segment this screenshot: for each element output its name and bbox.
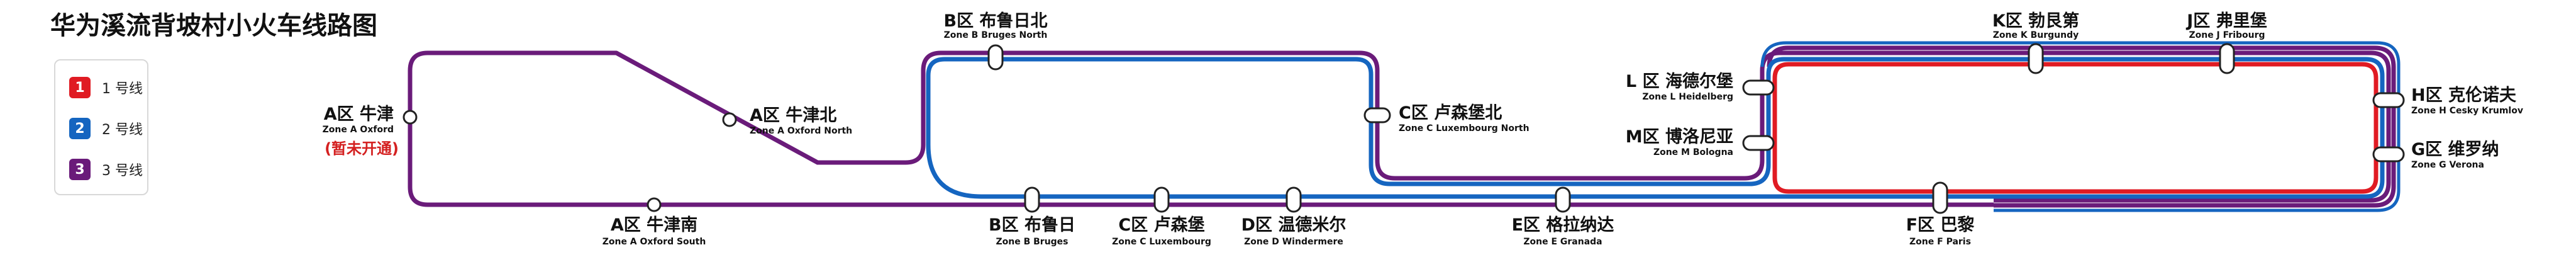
station-sub-burgundy: Zone K Burgundy <box>1993 30 2079 40</box>
station-name-paris: F区 巴黎 <box>1906 215 1975 235</box>
station-marker-paris[interactable] <box>1932 181 1948 214</box>
legend-label-line-3: 3 号线 <box>102 163 143 179</box>
station-marker-oxford[interactable] <box>402 110 418 125</box>
station-windermere[interactable]: D区 温德米尔 Zone D Windermere <box>1241 186 1346 247</box>
station-note-oxford: (暂未开通) <box>325 140 399 157</box>
station-bruges-north[interactable]: B区 布鲁日北 Zone B Bruges North <box>944 11 1048 71</box>
line-2-route[interactable] <box>926 57 2385 199</box>
station-marker-burgundy[interactable] <box>2028 43 2044 74</box>
station-name-fribourg: J区 弗里堡 <box>2185 11 2267 31</box>
station-bruges[interactable]: B区 布鲁日 Zone B Bruges <box>989 186 1075 247</box>
station-marker-oxford-south[interactable] <box>647 197 662 212</box>
legend-item-line-2[interactable]: 2 2 号线 <box>69 118 143 139</box>
station-marker-oxford-north[interactable] <box>722 112 737 127</box>
station-name-cesky-krumlov: H区 克伦诺夫 <box>2411 85 2517 105</box>
station-marker-fribourg[interactable] <box>2219 43 2235 74</box>
station-luxembourg-north[interactable]: C区 卢森堡北 Zone C Luxembourg North <box>1363 103 1530 134</box>
legend-item-line-1[interactable]: 1 1 号线 <box>69 77 143 98</box>
station-sub-paris: Zone F Paris <box>1909 237 1971 247</box>
legend-label-line-2: 2 号线 <box>102 122 143 138</box>
station-marker-verona[interactable] <box>2372 146 2405 163</box>
station-sub-cesky-krumlov: Zone H Cesky Krumlov <box>2411 106 2523 116</box>
station-sub-bruges: Zone B Bruges <box>996 237 1068 247</box>
station-marker-granada[interactable] <box>1555 186 1571 213</box>
station-sub-oxford-north: Zone A Oxford North <box>750 126 852 136</box>
station-sub-granada: Zone E Granada <box>1523 237 1602 247</box>
station-name-oxford-north: A区 牛津北 <box>750 106 836 125</box>
station-sub-bologna: Zone M Bologna <box>1653 147 1733 157</box>
line-3-route[interactable] <box>408 50 2391 207</box>
station-name-windermere: D区 温德米尔 <box>1241 215 1346 235</box>
station-marker-heidelberg[interactable] <box>1742 79 1775 96</box>
station-sub-luxembourg: Zone C Luxembourg <box>1112 237 1211 247</box>
station-name-bruges: B区 布鲁日 <box>989 215 1075 235</box>
line-1-route[interactable] <box>1772 62 2379 194</box>
station-burgundy[interactable]: K区 勃艮第 Zone K Burgundy <box>1992 11 2079 74</box>
station-sub-bruges-north: Zone B Bruges North <box>944 30 1048 40</box>
station-name-luxembourg: C区 卢森堡 <box>1118 215 1204 235</box>
station-sub-heidelberg: Zone L Heidelberg <box>1642 92 1733 102</box>
station-marker-bologna[interactable] <box>1742 135 1775 151</box>
station-verona[interactable]: G区 维罗纳 Zone G Verona <box>2372 139 2499 170</box>
line-3-loop[interactable] <box>1767 45 2396 208</box>
station-marker-luxembourg-north[interactable] <box>1363 107 1391 123</box>
station-name-verona: G区 维罗纳 <box>2411 139 2499 159</box>
station-marker-bruges[interactable] <box>1024 186 1040 213</box>
station-granada[interactable]: E区 格拉纳达 Zone E Granada <box>1512 186 1614 247</box>
map-title: 华为溪流背坡村小火车线路图 <box>50 11 377 40</box>
station-marker-luxembourg[interactable] <box>1153 186 1170 213</box>
station-sub-fribourg: Zone J Fribourg <box>2189 30 2265 40</box>
station-name-bruges-north: B区 布鲁日北 <box>944 11 1048 31</box>
station-luxembourg[interactable]: C区 卢森堡 Zone C Luxembourg <box>1112 186 1211 247</box>
station-marker-windermere[interactable] <box>1285 186 1302 213</box>
station-fribourg[interactable]: J区 弗里堡 Zone J Fribourg <box>2185 11 2267 74</box>
line-1-badge: 1 <box>69 77 91 98</box>
station-name-granada: E区 格拉纳达 <box>1512 215 1614 235</box>
station-marker-bruges-north[interactable] <box>987 44 1004 71</box>
line-3-badge: 3 <box>69 159 91 180</box>
station-oxford-north[interactable]: A区 牛津北 Zone A Oxford North <box>722 106 852 136</box>
station-heidelberg[interactable]: L 区 海德尔堡 Zone L Heidelberg <box>1626 71 1775 102</box>
line-legend: 1 1 号线 2 2 号线 3 3 号线 <box>54 59 148 195</box>
station-paris[interactable]: F区 巴黎 Zone F Paris <box>1906 181 1975 247</box>
station-marker-cesky-krumlov[interactable] <box>2372 92 2405 108</box>
station-name-oxford: A区 牛津 <box>324 105 394 124</box>
station-sub-luxembourg-north: Zone C Luxembourg North <box>1399 123 1530 134</box>
station-name-heidelberg: L 区 海德尔堡 <box>1626 71 1733 91</box>
station-sub-oxford: Zone A Oxford <box>323 125 394 135</box>
line-2-badge: 2 <box>69 118 91 139</box>
line-2-outer <box>1760 41 2401 212</box>
station-name-luxembourg-north: C区 卢森堡北 <box>1399 103 1502 123</box>
station-bologna[interactable]: M区 博洛尼亚 Zone M Bologna <box>1626 127 1775 157</box>
station-name-bologna: M区 博洛尼亚 <box>1626 127 1733 147</box>
station-oxford-south[interactable]: A区 牛津南 Zone A Oxford South <box>602 197 706 247</box>
legend-item-line-3[interactable]: 3 3 号线 <box>69 159 143 180</box>
station-oxford[interactable]: A区 牛津 Zone A Oxford (暂未开通) <box>323 105 418 157</box>
station-sub-oxford-south: Zone A Oxford South <box>602 237 706 247</box>
station-sub-verona: Zone G Verona <box>2411 160 2484 170</box>
station-sub-windermere: Zone D Windermere <box>1244 237 1343 247</box>
station-name-burgundy: K区 勃艮第 <box>1992 11 2079 31</box>
station-name-oxford-south: A区 牛津南 <box>611 215 697 235</box>
legend-label-line-1: 1 号线 <box>102 81 143 97</box>
station-cesky-krumlov[interactable]: H区 克伦诺夫 Zone H Cesky Krumlov <box>2372 85 2523 116</box>
